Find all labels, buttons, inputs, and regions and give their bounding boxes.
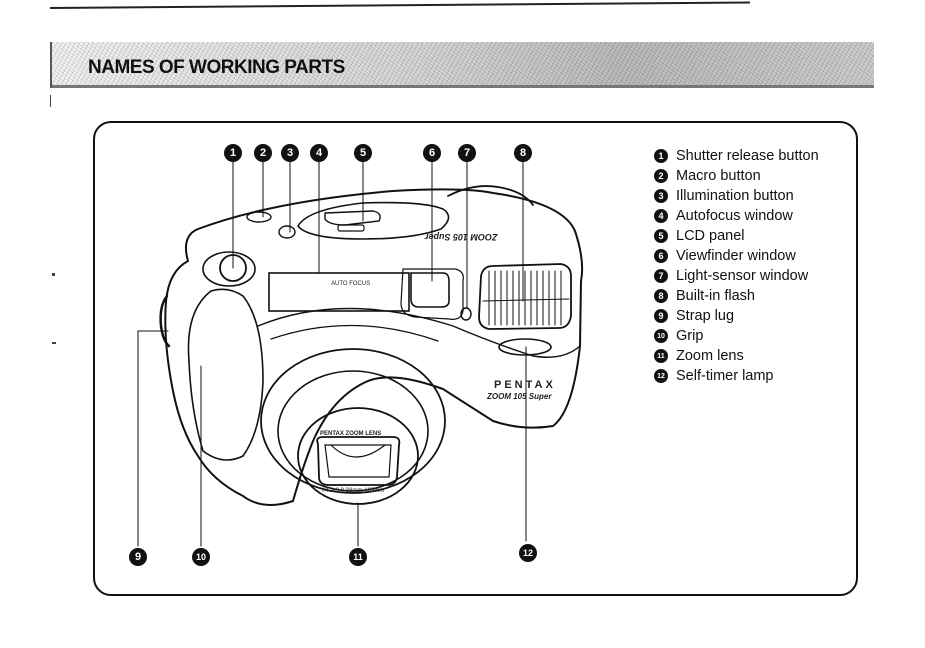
viewfinder-window [410, 272, 450, 308]
number-badge: 2 [654, 169, 668, 183]
brand-print: PENTAX [494, 379, 556, 391]
number-badge: 5 [654, 229, 668, 243]
legend-item: 7 Light-sensor window [654, 266, 819, 286]
header-band [50, 42, 874, 88]
legend-label: Built-in flash [676, 288, 755, 304]
legend-item: 3 Illumination button [654, 186, 819, 206]
camera-diagram [137, 160, 584, 547]
legend-item: 2 Macro button [654, 166, 819, 186]
callout-10: 10 [192, 548, 210, 566]
legend-item: 5 LCD panel [654, 226, 819, 246]
callout-4: 4 [310, 144, 328, 162]
body-curve [257, 307, 581, 358]
number-badge: 3 [654, 189, 668, 203]
callout-5: 5 [354, 144, 372, 162]
top-rule [49, 1, 750, 9]
legend-label: LCD panel [676, 228, 745, 244]
callout-3: 3 [281, 144, 299, 162]
legend-item: 1 Shutter release button [654, 146, 819, 166]
number-badge: 7 [654, 269, 668, 283]
callout-11: 11 [349, 548, 367, 566]
grip [187, 288, 264, 461]
lens-window [316, 436, 401, 486]
brand-sub-print: ZOOM 105 Super [487, 392, 552, 401]
legend-item: 10 Grip [654, 326, 819, 346]
model-print: ZOOM 105 Super [425, 232, 498, 242]
legend-label: Light-sensor window [676, 268, 809, 284]
legend-label: Strap lug [676, 308, 735, 324]
legend-label: Autofocus window [676, 208, 793, 224]
number-badge: 6 [654, 249, 668, 263]
number-badge: 12 [654, 369, 668, 383]
leader-lines [137, 160, 527, 547]
top-hump [447, 185, 534, 206]
lcd-panel-icon [324, 210, 381, 226]
legend-item: 11 Zoom lens [654, 346, 819, 366]
lcd-recess [297, 201, 450, 240]
autofocus-window [268, 272, 410, 312]
self-timer-lamp [498, 338, 552, 356]
shutter-recess [202, 251, 256, 287]
lens-barrel-mid [277, 370, 429, 492]
callout-9: 9 [129, 548, 147, 566]
camera-body [164, 188, 584, 506]
macro-button-icon [246, 211, 272, 223]
lens-barrel-outer [260, 348, 446, 494]
viewfinder-bezel [400, 268, 464, 320]
flash-texture [482, 270, 570, 326]
legend-label: Macro button [676, 168, 761, 184]
legend-label: Viewfinder window [676, 248, 796, 264]
strap-lug [159, 294, 171, 348]
margin-mark [52, 273, 55, 276]
legend-label: Grip [676, 328, 704, 344]
page-title: NAMES OF WORKING PARTS [88, 57, 345, 78]
lcd-tab [337, 224, 365, 232]
lens-inner [324, 444, 392, 478]
legend-item: 4 Autofocus window [654, 206, 819, 226]
diagram-panel [93, 121, 858, 596]
callout-2: 2 [254, 144, 272, 162]
number-badge: 11 [654, 349, 668, 363]
legend-label: Self-timer lamp [676, 368, 774, 384]
autofocus-print: AUTO FOCUS [331, 281, 371, 287]
light-sensor-window [460, 307, 472, 321]
legend-item: 9 Strap lug [654, 306, 819, 326]
number-badge: 10 [654, 329, 668, 343]
callout-7: 7 [458, 144, 476, 162]
legend-item: 12 Self-timer lamp [654, 366, 819, 386]
legend-item: 6 Viewfinder window [654, 246, 819, 266]
legend-item: 8 Built-in flash [654, 286, 819, 306]
legend-label: Zoom lens [676, 348, 744, 364]
callout-12: 12 [519, 544, 537, 562]
margin-mark [52, 342, 56, 344]
legend-label: Shutter release button [676, 148, 819, 164]
callout-8: 8 [514, 144, 532, 162]
lens-bottom-print: f/4.2-9.8 38mm-105mm [322, 488, 385, 494]
lens-reflection [330, 444, 386, 458]
number-badge: 4 [654, 209, 668, 223]
callout-6: 6 [423, 144, 441, 162]
number-badge: 9 [654, 309, 668, 323]
margin-mark [50, 95, 51, 107]
built-in-flash [478, 263, 572, 330]
body-curve [270, 324, 439, 342]
number-badge: 1 [654, 149, 668, 163]
number-badge: 8 [654, 289, 668, 303]
lens-top-print: PENTAX ZOOM LENS [320, 431, 382, 437]
callout-1: 1 [224, 144, 242, 162]
legend-label: Illumination button [676, 188, 794, 204]
illumination-button-icon [278, 225, 296, 239]
